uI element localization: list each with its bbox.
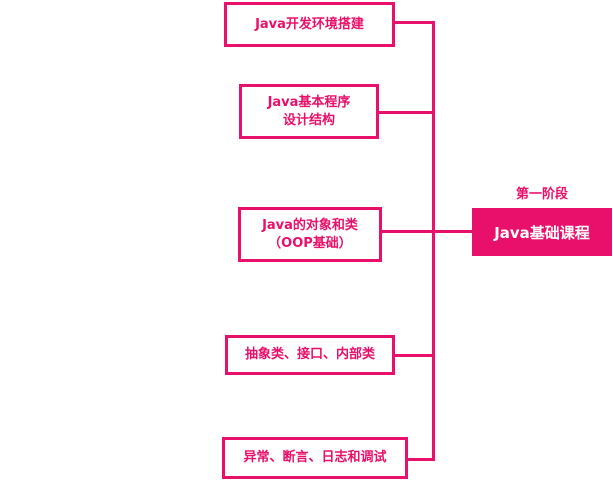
- connector-topic-5: [408, 458, 435, 461]
- topic-label: 异常、断言、日志和调试: [243, 450, 387, 465]
- connector-topic-2: [379, 111, 435, 114]
- topic-label-line-2: （OOP基础）: [268, 235, 352, 251]
- bracket-vertical-line: [432, 21, 435, 461]
- main-course-box: Java基础课程: [472, 208, 612, 256]
- topic-label-line-2: 设计结构: [282, 112, 335, 128]
- stage-label: 第一阶段: [515, 187, 568, 202]
- topic-exceptions-logging-debugging: 异常、断言、日志和调试: [222, 437, 408, 479]
- connector-topic-3: [382, 230, 435, 233]
- connector-topic-1: [394, 21, 435, 24]
- connector-topic-4: [394, 354, 435, 357]
- topic-abstract-classes-interfaces: 抽象类、接口、内部类: [225, 335, 395, 375]
- topic-java-objects-and-classes: Java的对象和类 （OOP基础）: [238, 207, 382, 262]
- topic-java-environment-setup: Java开发环境搭建: [224, 2, 395, 47]
- main-course-title: Java基础课程: [494, 223, 590, 242]
- topic-label: 抽象类、接口、内部类: [244, 347, 375, 362]
- topic-label: Java开发环境搭建: [255, 16, 364, 32]
- topic-label-line-1: Java基本程序: [267, 94, 351, 110]
- connector-main: [432, 230, 472, 233]
- topic-label-line-1: Java的对象和类: [262, 217, 358, 233]
- topic-java-basic-program-structure: Java基本程序 设计结构: [239, 84, 379, 139]
